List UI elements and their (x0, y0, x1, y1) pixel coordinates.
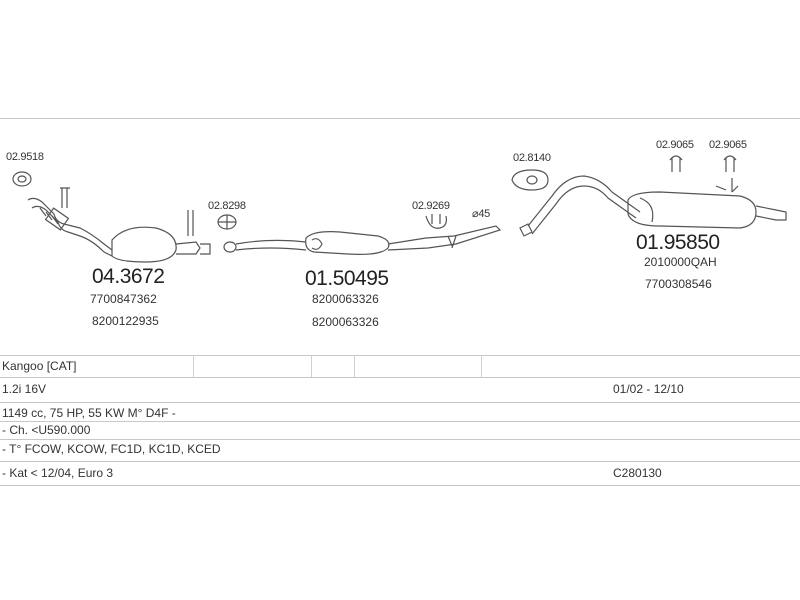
production-dates: 01/02 - 12/10 (613, 382, 684, 396)
table-divider (0, 355, 800, 356)
clamp-02-8298-drawing (217, 214, 237, 230)
column-divider (193, 355, 194, 377)
rear-silencer-01-95850-drawing (519, 175, 787, 237)
part-number: 01.95850 (636, 231, 720, 254)
part-number: 04.3672 (92, 265, 165, 288)
middle-muffler-01-50495-drawing (223, 225, 502, 255)
column-divider (481, 355, 482, 377)
diameter-label: ⌀45 (472, 208, 490, 220)
oem-number: 8200122935 (92, 314, 159, 328)
row-label: Kangoo [CAT] (2, 359, 77, 373)
part-ref-label: 02.9269 (412, 200, 450, 212)
oem-number: 2010000QAH (644, 255, 717, 269)
part-ref-label: 02.9518 (6, 151, 44, 163)
hanger-02-9065-a-drawing (669, 155, 683, 172)
part-ref-label: 02.8140 (513, 152, 551, 164)
column-divider (311, 355, 312, 377)
table-divider (0, 377, 800, 378)
catalyst-04-3672-drawing (27, 187, 211, 263)
table-divider (0, 421, 800, 422)
catalog-code: C280130 (613, 466, 662, 480)
clamp-02-9269-drawing (425, 214, 447, 229)
hanger-02-8140-drawing (511, 169, 549, 191)
oem-number: 8200063326 (312, 292, 379, 306)
oem-number: 7700308546 (645, 277, 712, 291)
part-ref-label: 02.9065 (656, 139, 694, 151)
part-ref-label: 02.9065 (709, 139, 747, 151)
row-label: - Kat < 12/04, Euro 3 (2, 466, 114, 480)
hanger-02-9065-b-drawing (723, 155, 737, 172)
oem-number: 7700847362 (90, 292, 157, 306)
table-divider (0, 461, 800, 462)
row-label: - T° FCOW, KCOW, FC1D, KC1D, KCED (2, 442, 221, 456)
exhaust-parts-drawing (12, 155, 787, 263)
oem-number: 8200063326 (312, 315, 379, 329)
part-number: 01.50495 (305, 267, 389, 290)
table-divider (0, 485, 800, 486)
table-divider (0, 439, 800, 440)
part-ref-label: 02.8298 (208, 200, 246, 212)
row-label: 1149 cc, 75 HP, 55 KW M° D4F - (2, 406, 176, 420)
gasket-02-9518-drawing (12, 171, 32, 187)
top-divider (0, 118, 800, 119)
row-label: - Ch. <U590.000 (2, 423, 91, 437)
row-label: 1.2i 16V (2, 382, 47, 396)
table-divider (0, 402, 800, 403)
column-divider (354, 355, 355, 377)
